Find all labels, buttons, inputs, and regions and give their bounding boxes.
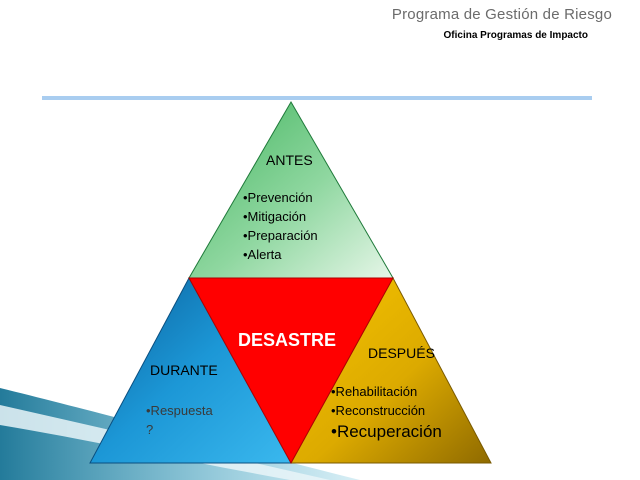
desastre-triangle [188,277,394,465]
page-title: Programa de Gestión de Riesgo [391,6,612,23]
antes-list: •Prevención •Mitigación •Preparación •Al… [243,188,318,264]
despues-item: •Reconstrucción [331,403,426,418]
antes-item: •Prevención [243,190,313,205]
durante-list: •Respuesta ? [146,401,213,439]
despues-item: •Rehabilitación [331,384,418,399]
header-divider [42,96,592,100]
durante-label: DURANTE [150,362,218,378]
durante-item: ? [146,422,154,437]
despues-item: •Recuperación [331,422,442,441]
antes-item: •Preparación [243,228,318,243]
despues-label: DESPUÉS [368,345,435,361]
despues-list: •Rehabilitación •Reconstrucción •Recuper… [331,382,442,444]
durante-item: •Respuesta [146,403,213,418]
antes-label: ANTES [266,152,313,168]
antes-item: •Alerta [243,247,282,262]
desastre-label: DESASTRE [238,330,337,350]
antes-item: •Mitigación [243,209,307,224]
decorative-swoosh [0,388,360,480]
page-subtitle: Oficina Programas de Impacto [443,30,589,41]
